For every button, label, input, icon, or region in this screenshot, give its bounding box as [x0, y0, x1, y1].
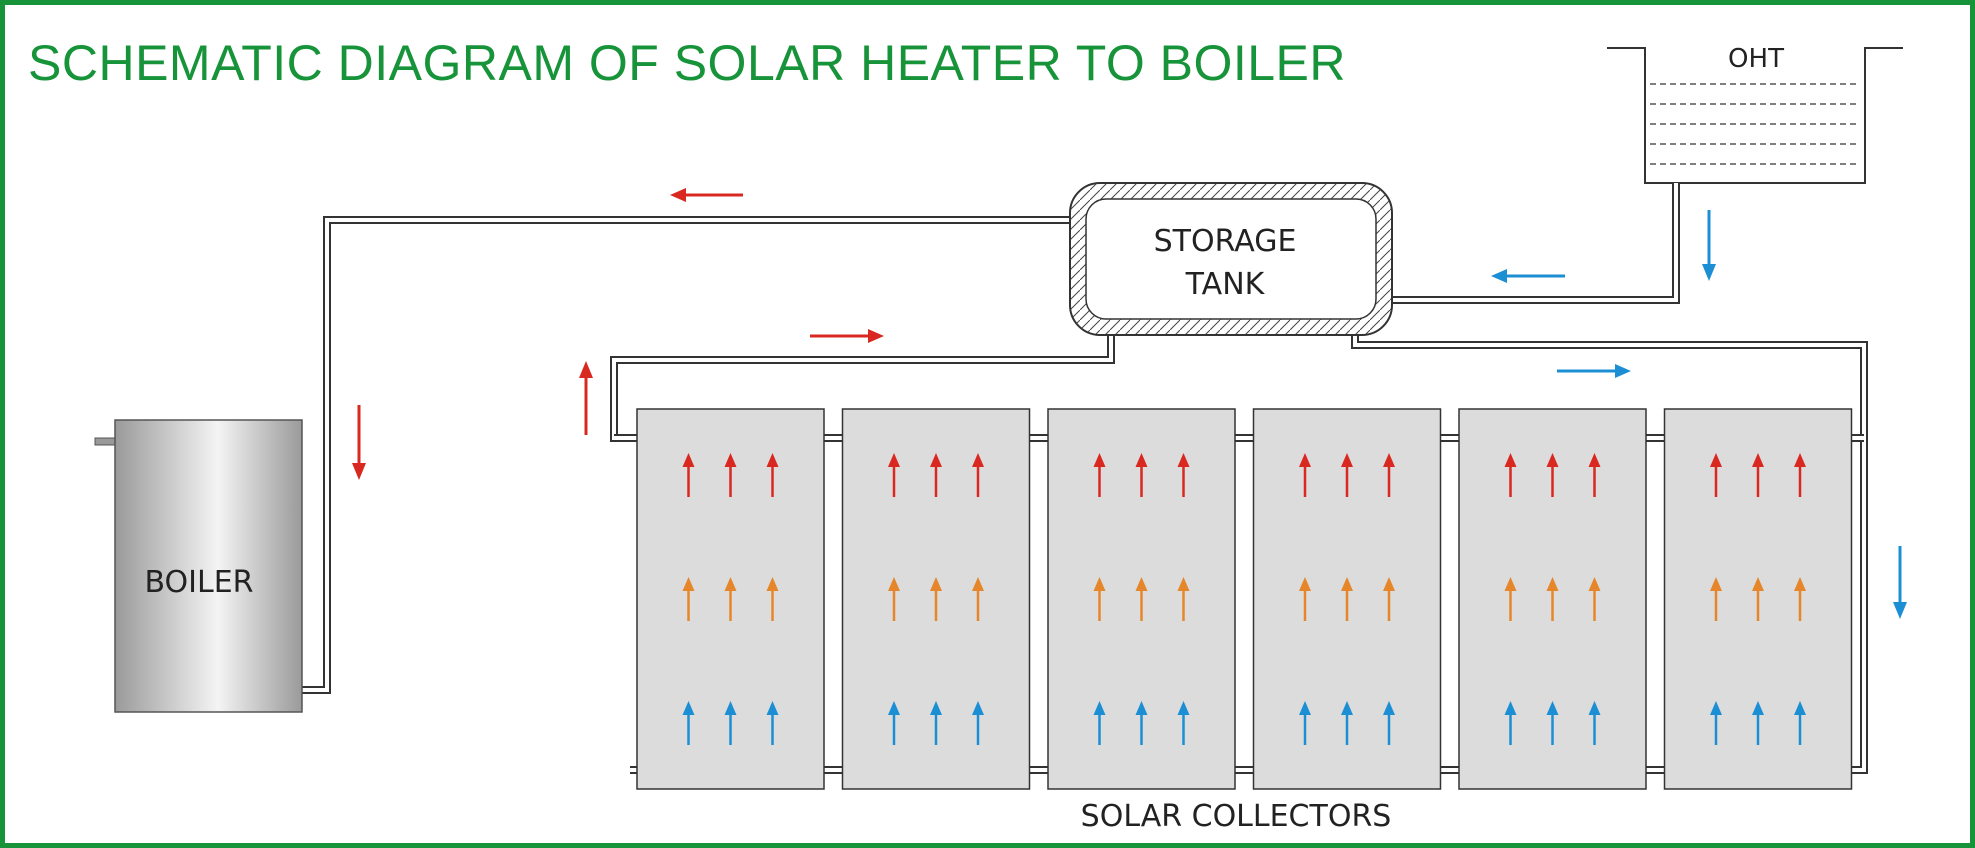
cold-flow-to-collectors-arrow [1557, 364, 1631, 378]
cold-flow-arrow [972, 701, 984, 745]
hot-flow-arrow [766, 453, 779, 497]
collector-panel [1663, 408, 1853, 790]
warm-flow-arrow [888, 577, 900, 621]
cold-flow-arrow [682, 701, 695, 745]
warm-flow-arrow [1177, 577, 1190, 621]
boiler-feed-pipe [302, 218, 1070, 692]
hot-flow-arrow [1177, 453, 1190, 497]
warm-flow-arrow [1588, 577, 1601, 621]
cold-flow-arrow [766, 701, 779, 745]
solar-collectors-label: SOLAR COLLECTORS [1081, 799, 1392, 834]
warm-flow-arrow [724, 577, 737, 621]
overhead-tank: OHT [1607, 44, 1903, 184]
warm-flow-arrow [1383, 577, 1395, 621]
cold-flow-arrow [1588, 701, 1601, 745]
warm-flow-arrow [1135, 577, 1148, 621]
cold-flow-arrow [1710, 701, 1722, 745]
warm-flow-arrow [930, 577, 942, 621]
cold-flow-arrow [888, 701, 900, 745]
oht-label: OHT [1728, 44, 1784, 74]
warm-flow-arrow [1093, 577, 1106, 621]
cold-flow-arrow [724, 701, 737, 745]
storage-tank: STORAGE TANK [1069, 182, 1393, 336]
collector-panel [1252, 408, 1442, 790]
hot-flow-arrow [682, 453, 695, 497]
collector-panel [1458, 408, 1647, 790]
hot-flow-arrow [1794, 453, 1806, 497]
warm-flow-arrow [972, 577, 984, 621]
flow-arrows [352, 188, 1907, 619]
cold-flow-arrow [1504, 701, 1517, 745]
cold-flow-arrow [1752, 701, 1764, 745]
hot-flow-to-tank-arrow [810, 329, 884, 343]
collector-inlet-down-arrow [1893, 546, 1907, 619]
hot-flow-arrow [1383, 453, 1395, 497]
warm-flow-arrow [1299, 577, 1311, 621]
hot-flow-arrow [1504, 453, 1517, 497]
warm-flow-arrow [766, 577, 779, 621]
hot-flow-arrow [1588, 453, 1601, 497]
warm-flow-arrow [1546, 577, 1559, 621]
cold-flow-arrow [1093, 701, 1106, 745]
warm-flow-arrow [1710, 577, 1722, 621]
hot-flow-arrow [724, 453, 737, 497]
hot-flow-arrow [930, 453, 942, 497]
boiler-label: BOILER [144, 565, 253, 600]
warm-flow-arrow [1794, 577, 1806, 621]
cold-flow-arrow [1135, 701, 1148, 745]
storage-tank-label-line1: STORAGE [1154, 224, 1297, 259]
hot-flow-arrow [1299, 453, 1311, 497]
hot-flow-arrow [888, 453, 900, 497]
cold-flow-arrow [1341, 701, 1353, 745]
hot-flow-arrow [972, 453, 984, 497]
collector-panel [636, 408, 825, 790]
collector-inlet-pipe [630, 330, 1866, 772]
cold-flow-arrow [1546, 701, 1559, 745]
cold-flow-arrow [1177, 701, 1190, 745]
cold-flow-arrow [1794, 701, 1806, 745]
hot-flow-to-boiler-arrow [670, 188, 743, 202]
hot-flow-arrow [1341, 453, 1353, 497]
storage-tank-label-line2: TANK [1185, 267, 1266, 302]
warm-flow-arrow [1504, 577, 1517, 621]
oht-down-arrow [1702, 210, 1716, 281]
warm-flow-arrow [1752, 577, 1764, 621]
solar-collectors [636, 408, 1853, 790]
hot-flow-arrow [1546, 453, 1559, 497]
cold-flow-arrow [1383, 701, 1395, 745]
hot-flow-arrow [1710, 453, 1722, 497]
cold-flow-to-tank-arrow [1491, 269, 1565, 283]
warm-flow-arrow [682, 577, 695, 621]
warm-flow-arrow [1341, 577, 1353, 621]
oht-supply-pipe [1392, 183, 1678, 302]
hot-flow-arrow [1752, 453, 1764, 497]
hot-flow-arrow [1135, 453, 1148, 497]
cold-flow-arrow [930, 701, 942, 745]
collector-panel [1047, 408, 1236, 790]
diagram-title: SCHEMATIC DIAGRAM OF SOLAR HEATER TO BOI… [28, 35, 1347, 91]
boiler-down-arrow [352, 405, 366, 480]
collector-outlet-up-arrow [579, 361, 593, 435]
hot-flow-arrow [1093, 453, 1106, 497]
collector-panel [841, 408, 1031, 790]
boiler: BOILER [94, 419, 303, 713]
cold-flow-arrow [1299, 701, 1311, 745]
